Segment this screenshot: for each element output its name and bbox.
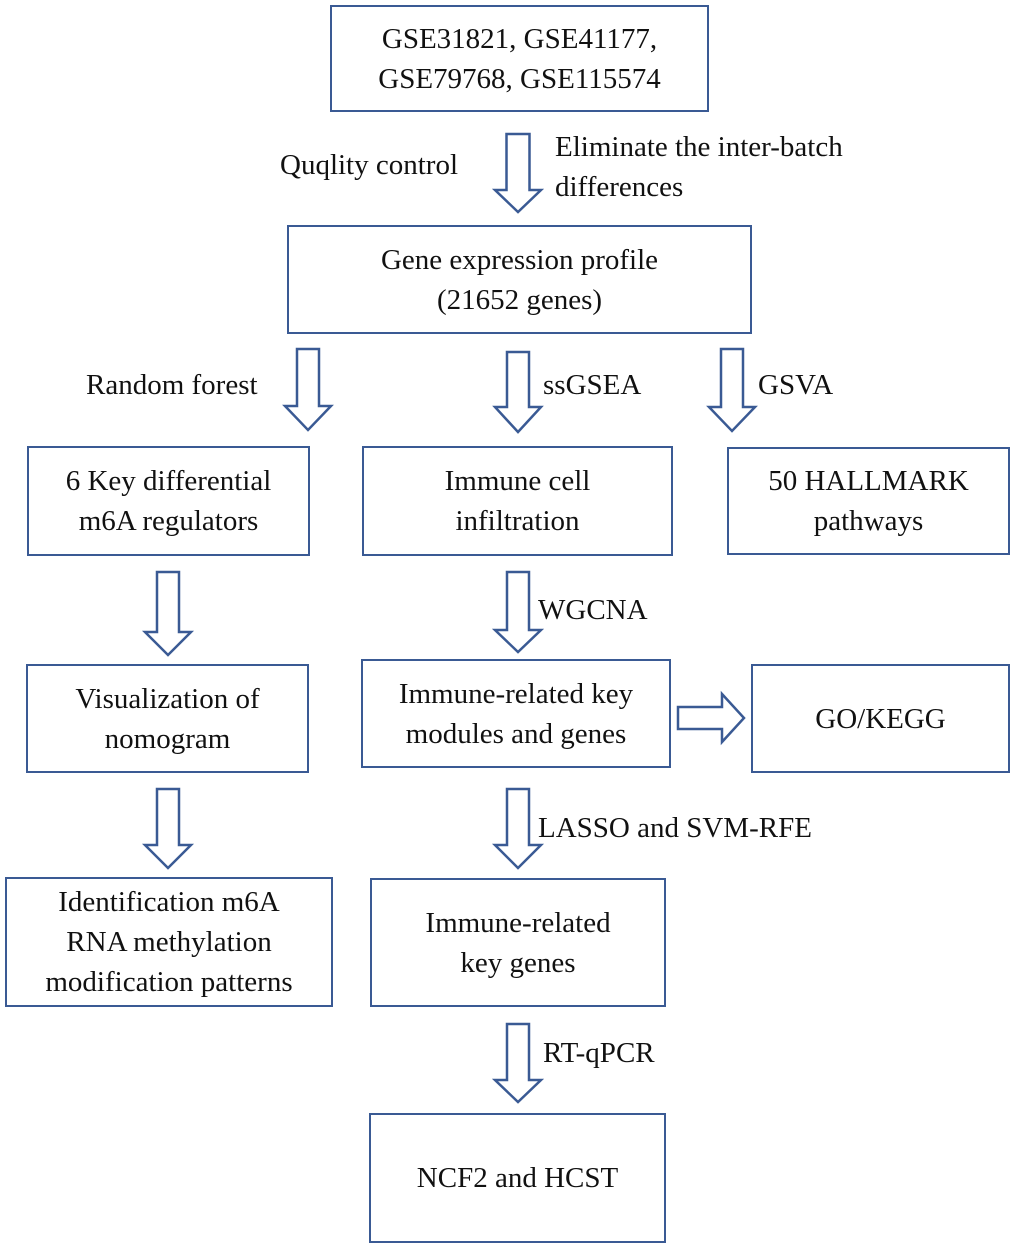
- node-text-line: Identification m6A: [58, 886, 280, 918]
- node-immune-infiltration: Immune cell infiltration: [362, 446, 673, 556]
- node-text-line: Immune-related: [425, 906, 611, 939]
- edge-label-wgcna: WGCNA: [538, 594, 648, 626]
- node-text-line: Gene expression profile: [380, 243, 658, 276]
- node-immune-modules: Immune-related key modules and genes: [361, 659, 671, 768]
- node-m6a-regulators: 6 Key differential m6A regulators: [27, 446, 310, 556]
- node-text-line: nomogram: [104, 722, 231, 755]
- edge-label-lasso-svm: LASSO and SVM-RFE: [538, 812, 812, 844]
- node-hallmark: 50 HALLMARK pathways: [727, 447, 1010, 555]
- edge-label-quality-control: Quqlity control: [280, 149, 459, 181]
- edge-label-random-forest: Random forest: [86, 369, 258, 401]
- arrow-down-icon-ssgsea: [492, 350, 544, 434]
- node-m6a-patterns: Identification m6A RNA methylation modif…: [5, 877, 333, 1007]
- node-text-line: Visualization of: [75, 682, 260, 715]
- node-text-line: pathways: [813, 505, 924, 537]
- node-text-line: RNA methylation: [66, 926, 272, 958]
- node-text-line: 50 HALLMARK: [768, 465, 969, 497]
- arrow-down-icon-lasso-svm: [491, 787, 545, 870]
- node-go-kegg: GO/KEGG: [751, 664, 1010, 773]
- node-text-line: 6 Key differential: [65, 465, 272, 497]
- edge-label-batch-line2: differences: [555, 171, 684, 203]
- node-text-line: (21652 genes): [436, 283, 603, 316]
- edge-label-gsva: GSVA: [758, 369, 834, 401]
- node-nomogram: Visualization of nomogram: [26, 664, 309, 773]
- node-text-line: NCF2 and HCST: [416, 1162, 619, 1194]
- node-gene-expression: Gene expression profile (21652 genes): [287, 225, 752, 334]
- node-text-line: GSE79768, GSE115574: [378, 62, 661, 95]
- node-text-line: key genes: [460, 946, 576, 979]
- node-datasets: GSE31821, GSE41177, GSE79768, GSE115574: [330, 5, 709, 112]
- node-final-genes: NCF2 and HCST: [369, 1113, 666, 1243]
- edge-label-ssgsea: ssGSEA: [543, 369, 642, 401]
- arrow-down-icon-to-nomogram: [141, 570, 195, 657]
- node-immune-key-genes: Immune-related key genes: [370, 878, 666, 1007]
- node-text-line: modules and genes: [405, 717, 627, 750]
- arrow-right-icon-go-kegg: [676, 690, 746, 746]
- node-text-line: infiltration: [455, 505, 580, 537]
- node-text-line: GSE31821, GSE41177,: [381, 22, 658, 55]
- edge-label-batch-line1: Eliminate the inter-batch: [555, 131, 843, 163]
- node-text-line: GO/KEGG: [815, 702, 946, 735]
- arrow-down-icon-rtqpcr: [491, 1022, 545, 1104]
- node-text-line: m6A regulators: [78, 505, 259, 537]
- arrow-down-icon-gsva: [706, 347, 758, 433]
- node-text-line: Immune-related key: [398, 677, 634, 710]
- arrow-down-icon-to-patterns: [141, 787, 195, 870]
- node-text-line: modification patterns: [45, 966, 293, 998]
- arrow-down-icon-wgcna: [491, 570, 545, 654]
- node-text-line: Immune cell: [444, 465, 591, 497]
- arrow-down-icon-quality-control: [491, 132, 545, 214]
- edge-label-rtqpcr: RT-qPCR: [543, 1037, 655, 1069]
- arrow-down-icon-random-forest: [282, 347, 334, 432]
